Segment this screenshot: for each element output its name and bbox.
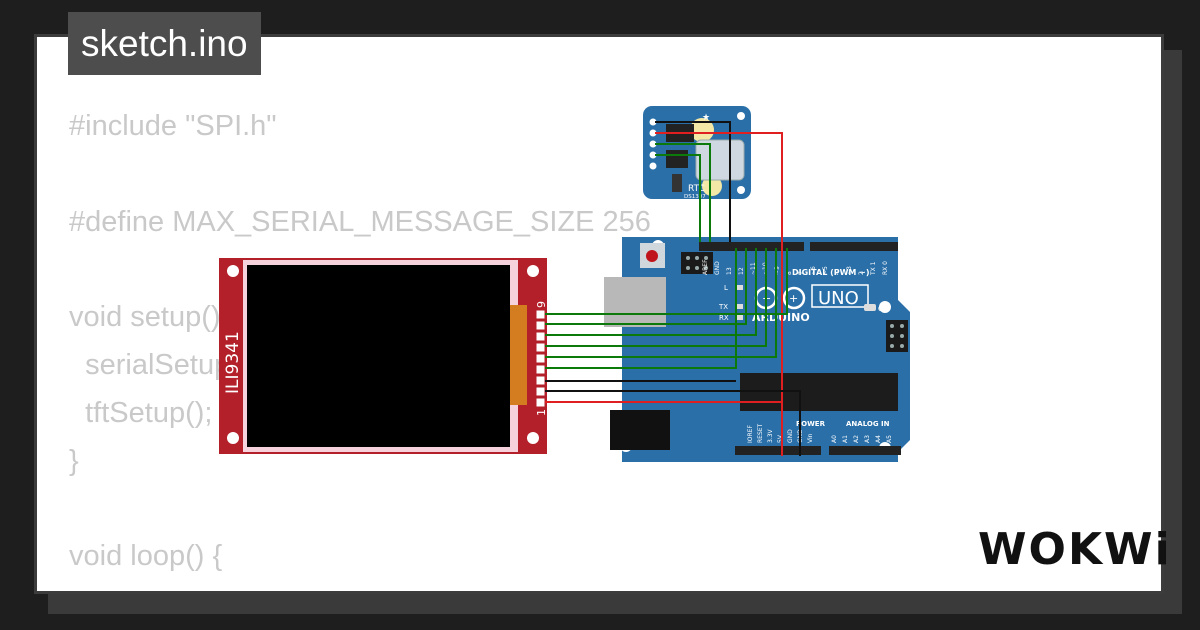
pin-label: IOREF	[747, 425, 754, 443]
pin-label: A5	[886, 435, 893, 443]
led-l-label: L	[724, 284, 728, 292]
pin-label: 12	[738, 267, 745, 275]
digital-header-label: DIGITAL (PWM ~)	[792, 268, 870, 277]
display-pin	[535, 353, 546, 364]
code-line: void loop() {	[69, 540, 223, 573]
wire-rtc-sda	[655, 143, 711, 242]
pin-label: Vin	[807, 433, 814, 443]
wires	[545, 121, 801, 456]
wokwi-logo: WOKWi	[978, 524, 1172, 575]
code-line: #define MAX_SERIAL_MESSAGE_SIZE 256	[69, 205, 651, 238]
rx-label: RX	[719, 314, 729, 322]
pin-label: 4	[834, 271, 841, 275]
rtc-pin	[649, 151, 657, 159]
display-pin	[535, 320, 546, 331]
tft-display[interactable]: ILI9341 9 1	[219, 258, 548, 454]
arduino-uno-board[interactable]: − + UNO ARDUINO DIGITAL (PWM ~) ON L TX …	[604, 237, 910, 462]
pin-label: RESET	[757, 423, 764, 443]
rtc-module[interactable]: ★ RTC DS1307	[643, 106, 751, 200]
on-label: ON	[878, 305, 889, 313]
svg-text:★: ★	[702, 113, 710, 123]
pin-label: TX 1	[870, 261, 877, 276]
code-line: #include "SPI.h"	[69, 110, 277, 142]
pin-label: ~5	[822, 266, 829, 275]
pin-label: A0	[831, 435, 838, 443]
wire-rtc-gnd	[655, 121, 731, 242]
display-screen	[247, 265, 510, 447]
code-line: tftSetup();	[69, 396, 213, 429]
display-pin	[535, 331, 546, 342]
pin-label: GND	[714, 261, 721, 275]
rtc-pin	[649, 162, 657, 170]
wire-rtc-scl	[655, 154, 701, 242]
board-model-label: UNO	[818, 288, 859, 309]
filename-tag[interactable]: sketch.ino	[68, 12, 261, 75]
display-pin	[535, 375, 546, 386]
code-line: serialReadLoop();	[69, 581, 651, 591]
analog-header-label: ANALOG IN	[846, 420, 890, 428]
display-pin-last-label: 9	[535, 301, 548, 308]
power-header-label: POWER	[796, 420, 826, 428]
pin-label: A2	[853, 435, 860, 443]
power-led	[864, 304, 876, 311]
display-pin	[535, 386, 546, 397]
display-pin	[535, 309, 546, 320]
arduino-logo-icon	[782, 286, 806, 310]
display-label: ILI9341	[223, 331, 243, 394]
pin-label: A3	[864, 435, 871, 443]
svg-text:+: +	[789, 292, 798, 305]
rtc-chip-label: DS1307	[684, 194, 706, 200]
code-line: }	[69, 444, 79, 477]
rtc-pin	[649, 140, 657, 148]
pin-label: ~9	[774, 266, 781, 275]
pin-label: 7	[798, 271, 805, 275]
pin-label: ~6	[810, 266, 817, 275]
wire-display	[545, 248, 757, 336]
pin-label: ~11	[750, 262, 757, 275]
wire-display	[545, 248, 747, 325]
rtc-pin	[649, 129, 657, 137]
rtc-pin	[649, 118, 657, 126]
tx-label: TX	[718, 303, 728, 311]
wire-display	[545, 248, 788, 315]
pin-label: AREF	[702, 259, 709, 275]
pin-label: 8	[786, 271, 793, 275]
display-pin	[535, 342, 546, 353]
pin-label: 3.3V	[767, 428, 774, 443]
display-pin	[535, 364, 546, 375]
pin-label: GND	[787, 429, 794, 443]
code-preview: #include "SPI.h" #define MAX_SERIAL_MESSA…	[69, 103, 651, 591]
wire-display	[545, 248, 777, 358]
pin-label: A1	[842, 435, 849, 443]
board-logo-label: ARDUINO	[752, 311, 810, 324]
pin-label: 13	[726, 267, 733, 275]
wire-rtc-vcc	[655, 132, 783, 456]
wire-display-gnd	[545, 390, 801, 456]
display-pin-first-label: 1	[535, 409, 548, 416]
pin-label: 2	[858, 271, 865, 275]
pin-label: 5V	[777, 434, 784, 443]
power-jack	[610, 410, 670, 450]
display-pin	[535, 397, 546, 408]
pin-label: A4	[875, 435, 882, 443]
wire-display	[545, 248, 767, 347]
usb-port	[604, 277, 666, 327]
wire-display	[545, 248, 737, 369]
pin-label: ~3	[846, 266, 853, 275]
pin-label: RX 0	[882, 261, 889, 275]
rtc-label: RTC	[688, 184, 705, 194]
reset-button-cap[interactable]	[646, 250, 658, 262]
